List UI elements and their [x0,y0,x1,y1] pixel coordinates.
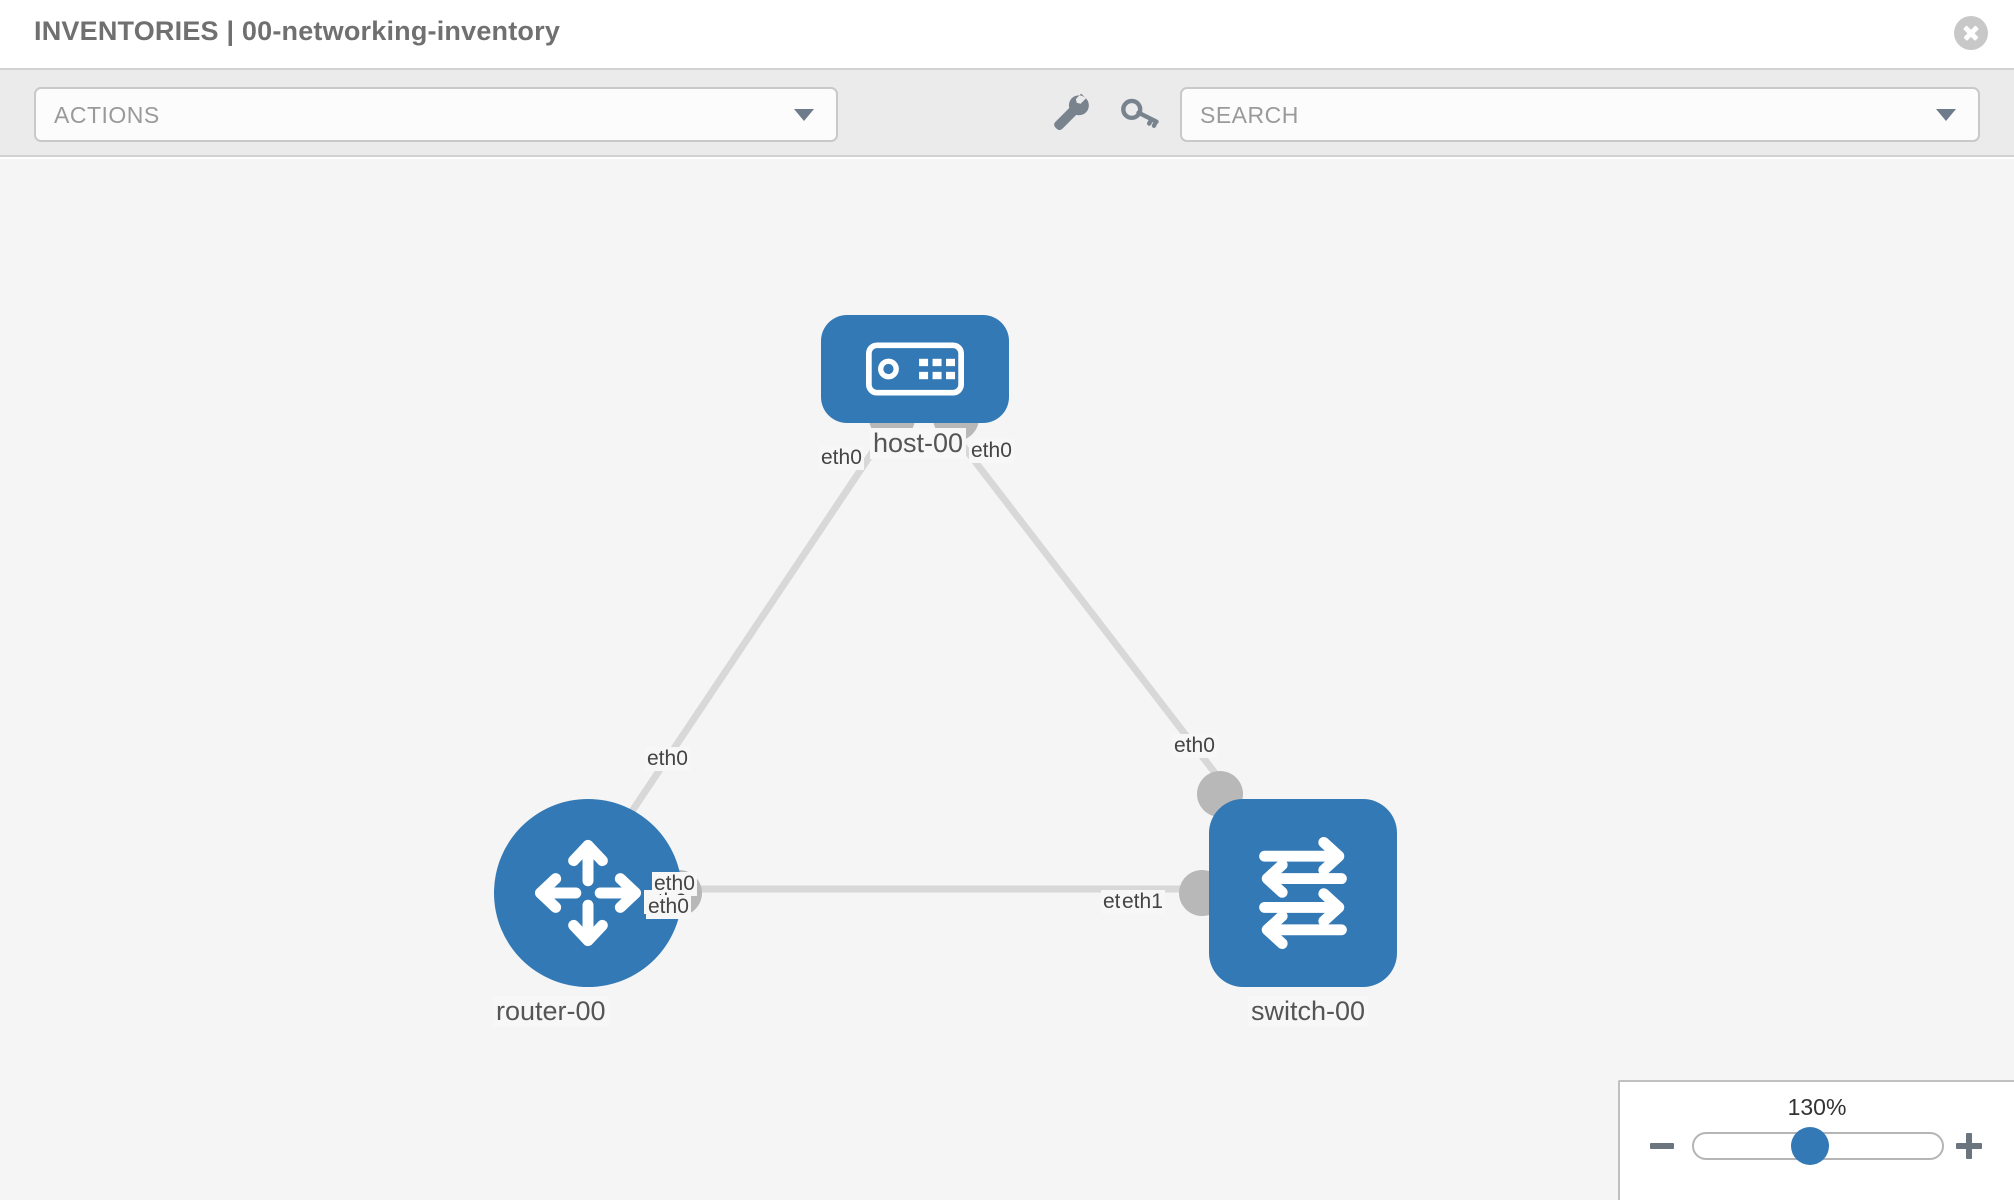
switch-arrows-icon [1259,837,1347,949]
search-input[interactable]: SEARCH [1180,87,1980,142]
key-icon-svg [1121,98,1159,128]
node-switch-shape[interactable] [1209,799,1397,987]
zoom-control-panel: 130% [1618,1080,2014,1200]
topology-edges [597,426,1238,893]
edge-label-switch-left-eth1: eth1 [1120,890,1165,914]
toolbar: ACTIONS SEARCH [0,68,2014,157]
chevron-down-icon [794,108,814,121]
edge-label-host-eth0-right: eth0 [969,439,1014,463]
edge-label-router-up-eth0: eth0 [646,895,691,919]
edge-label-host-eth0-left: eth0 [819,446,864,470]
zoom-slider-thumb[interactable] [1791,1127,1829,1165]
node-switch-label: switch-00 [1248,996,1369,1027]
node-host-label: host-00 [870,428,967,459]
page-header: INVENTORIES | 00-networking-inventory [0,0,2014,68]
plus-icon[interactable] [1956,1133,1982,1159]
zoom-level-label: 130% [1787,1094,1847,1120]
chevron-down-icon[interactable] [1936,108,1956,121]
node-router-label: router-00 [493,996,609,1027]
minus-icon[interactable] [1650,1143,1674,1149]
wrench-icon[interactable] [1048,92,1092,141]
close-icon[interactable] [1954,16,1988,50]
page-title: INVENTORIES | 00-networking-inventory [34,16,561,46]
edge-label-switch-up-eth0-diagonal: eth0 [1172,734,1217,758]
actions-dropdown[interactable]: ACTIONS [34,87,838,142]
node-host-shape[interactable] [821,315,1009,423]
search-placeholder: SEARCH [1200,102,1299,128]
server-icon [866,342,964,396]
key-icon[interactable] [1118,92,1162,141]
actions-dropdown-label: ACTIONS [54,102,160,128]
topology-canvas[interactable]: host-00 eth0 eth0 router-00 eth0 eth0 [0,159,2014,1200]
wrench-icon-svg [1054,93,1089,131]
router-arrows-icon [534,839,642,947]
edge-label-router-up-eth0-diagonal: eth0 [645,747,690,771]
edge-host-router[interactable] [597,427,891,861]
